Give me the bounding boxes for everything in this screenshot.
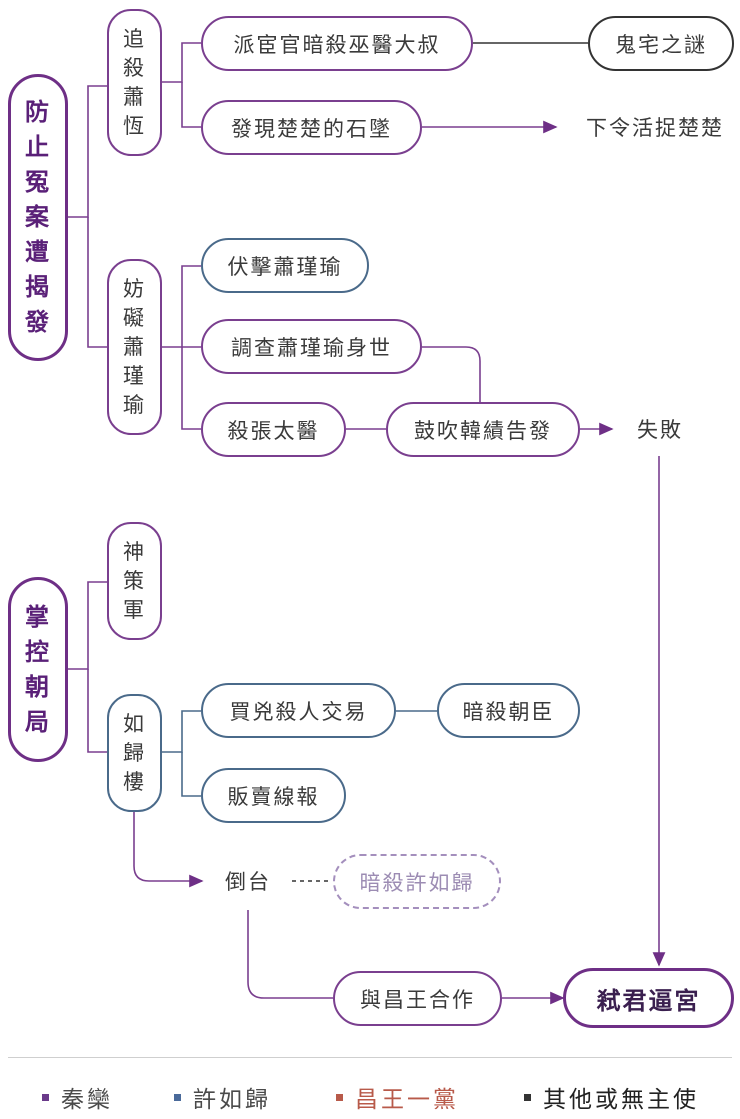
node-ghost-house: 鬼宅之謎 (588, 16, 734, 71)
node-prevent-exposure-label: 防 止 冤 案 遭 揭 發 (25, 98, 51, 336)
node-find-pendant: 發現楚楚的石墜 (201, 100, 422, 155)
node-control-court: 掌 控 朝 局 (8, 577, 68, 762)
node-send-eunuch-label: 派宦官暗殺巫醫大叔 (233, 32, 441, 57)
node-find-pendant-label: 發現楚楚的石墜 (231, 116, 392, 141)
node-rugui-tower-label: 如 歸 樓 (123, 711, 146, 794)
node-sell-intel: 販賣線報 (201, 768, 346, 823)
node-sell-intel-label: 販賣線報 (227, 784, 320, 809)
node-murder-trade-label: 買兇殺人交易 (229, 699, 368, 724)
node-rugui-tower: 如 歸 樓 (107, 694, 162, 812)
node-kill-xuru-gui-label: 暗殺許如歸 (359, 870, 475, 895)
node-ally-changwang: 與昌王合作 (333, 971, 502, 1026)
node-chase-xiaoheng: 追 殺 蕭 恆 (107, 9, 162, 156)
node-kill-xuru-gui: 暗殺許如歸 (333, 854, 501, 909)
node-obstruct: 妨 礙 蕭 瑾 瑜 (107, 259, 162, 435)
node-ally-changwang-label: 與昌王合作 (360, 987, 475, 1012)
node-order-capture: 下令活捉楚楚 (570, 106, 740, 148)
node-kill-doctor-label: 殺張太醫 (227, 418, 320, 443)
legend-swatch-changwang (336, 1093, 343, 1101)
legend-item-qinluan: 秦欒 (42, 1080, 113, 1114)
legend-label-qinluan: 秦欒 (61, 1087, 113, 1113)
legend-swatch-xurugui (174, 1093, 181, 1101)
legend-swatch-qinluan (42, 1093, 49, 1101)
node-incite: 鼓吹韓績告發 (386, 402, 580, 457)
node-assassinate-officials: 暗殺朝臣 (437, 683, 580, 738)
legend-label-changwang: 昌王一黨 (355, 1087, 459, 1113)
legend-item-changwang: 昌王一黨 (336, 1080, 459, 1114)
node-regicide-label: 弒君逼宮 (596, 986, 701, 1015)
node-army: 神 策 軍 (107, 522, 162, 640)
node-fail: 失敗 (620, 408, 700, 450)
legend-item-xurugui: 許如歸 (174, 1080, 271, 1114)
legend-divider (8, 1057, 732, 1058)
node-obstruct-label: 妨 礙 蕭 瑾 瑜 (123, 276, 146, 417)
node-army-label: 神 策 軍 (123, 539, 146, 622)
node-chase-xiaoheng-label: 追 殺 蕭 恆 (123, 26, 146, 138)
legend-swatch-other (524, 1093, 531, 1101)
node-order-capture-label: 下令活捉楚楚 (586, 116, 724, 140)
node-control-court-label: 掌 控 朝 局 (25, 602, 51, 736)
node-fail-label: 失敗 (637, 418, 683, 442)
node-murder-trade: 買兇殺人交易 (201, 683, 396, 738)
node-kill-doctor: 殺張太醫 (201, 402, 346, 457)
node-ambush-label: 伏擊蕭瑾瑜 (227, 254, 343, 279)
node-incite-label: 鼓吹韓績告發 (414, 418, 552, 443)
node-send-eunuch: 派宦官暗殺巫醫大叔 (201, 16, 473, 71)
legend-label-xurugui: 許如歸 (193, 1087, 271, 1113)
legend-item-other: 其他或無主使 (524, 1080, 699, 1114)
node-prevent-exposure: 防 止 冤 案 遭 揭 發 (8, 74, 68, 361)
node-collapse-label: 倒台 (225, 870, 271, 894)
node-investigate: 調查蕭瑾瑜身世 (201, 319, 422, 374)
node-assassinate-officials-label: 暗殺朝臣 (462, 699, 555, 724)
node-regicide: 弒君逼宮 (563, 968, 734, 1028)
node-collapse: 倒台 (210, 860, 286, 902)
node-investigate-label: 調查蕭瑾瑜身世 (231, 335, 392, 360)
legend-label-other: 其他或無主使 (543, 1087, 699, 1113)
node-ambush: 伏擊蕭瑾瑜 (201, 238, 369, 293)
node-ghost-house-label: 鬼宅之謎 (615, 32, 707, 57)
